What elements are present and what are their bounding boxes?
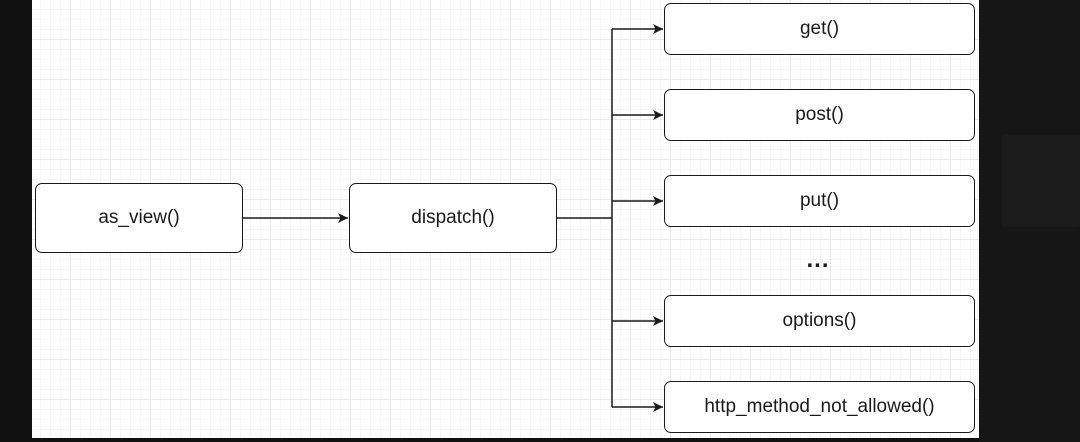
node-options[interactable]: options() (664, 295, 975, 347)
node-dispatch[interactable]: dispatch() (349, 183, 557, 253)
node-http-method-not-allowed[interactable]: http_method_not_allowed() (664, 381, 975, 433)
more-methods-ellipsis: ... (806, 246, 830, 273)
connector-layer (243, 24, 663, 412)
faded-side-panel (1002, 135, 1080, 227)
node-post[interactable]: post() (664, 89, 975, 141)
diagram-canvas: as_view() dispatch() get() post() put() … (32, 0, 979, 438)
node-put[interactable]: put() (664, 175, 975, 227)
node-get[interactable]: get() (664, 3, 975, 55)
node-as-view[interactable]: as_view() (35, 183, 243, 253)
